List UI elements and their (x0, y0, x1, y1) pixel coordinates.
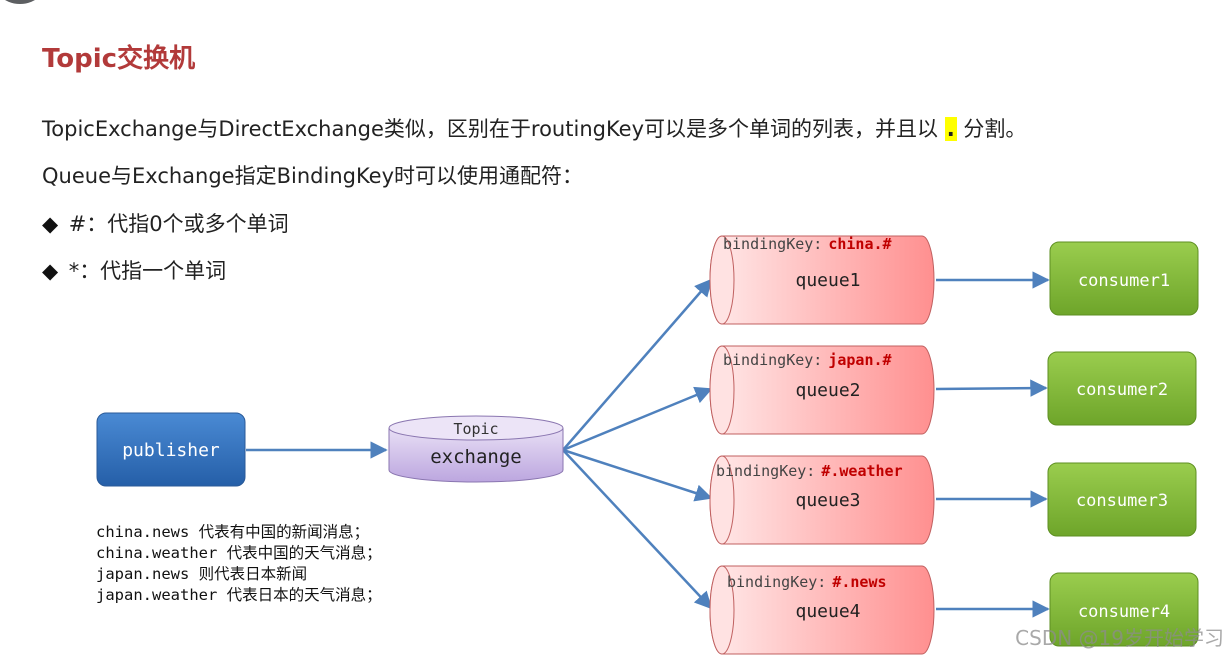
watermark: CSDN @19岁开始学习 (1015, 626, 1224, 650)
exchange-type-label: Topic (453, 420, 498, 438)
exchange-node: Topic exchange (388, 415, 564, 483)
queue2-to-consumer2-arrow (935, 379, 1048, 397)
queue1-node: bindingKey: china.# queue1 (709, 235, 935, 325)
intro-line-1-end: 分割。 (963, 117, 1027, 141)
queue1-binding-key: bindingKey: china.# (723, 235, 892, 253)
queue2-binding-key: bindingKey: japan.# (723, 351, 892, 369)
binding-key-value: japan.# (828, 351, 891, 369)
note-line: japan.weather 代表日本的天气消息； (96, 586, 382, 604)
exchange-to-queue3-arrow (562, 448, 713, 502)
consumer1-node: consumer1 (1049, 241, 1199, 316)
binding-key-value: #.news (832, 573, 886, 591)
highlighted-separator: . (944, 117, 957, 141)
bullet-text: *：代指一个单词 (68, 259, 227, 283)
bullet-item: ◆ *：代指一个单词 (42, 255, 226, 285)
binding-key-value: #.weather (821, 462, 902, 480)
queue4-binding-key: bindingKey: #.news (727, 573, 887, 591)
diamond-bullet-icon: ◆ (42, 259, 59, 283)
bullet-text: #：代指0个或多个单词 (68, 212, 289, 236)
consumer4-label: consumer4 (1078, 602, 1170, 622)
intro-line-1-text: TopicExchange与DirectExchange类似，区别在于routi… (42, 117, 939, 141)
consumer3-node: consumer3 (1047, 462, 1197, 537)
queue3-binding-key: bindingKey: #.weather (716, 462, 903, 480)
page-title: Topic交换机 (42, 44, 196, 74)
exchange-name-label: exchange (430, 446, 522, 468)
exchange-to-queue4-arrow (562, 449, 713, 610)
exchange-to-queue1-arrow (562, 278, 713, 451)
queue4-node: bindingKey: #.news queue4 (709, 565, 935, 655)
bullet-item: ◆ #：代指0个或多个单词 (42, 208, 289, 238)
binding-key-prefix: bindingKey: (723, 351, 822, 369)
note-line: japan.news 则代表日本新闻 (96, 565, 308, 583)
publisher-node: publisher (96, 412, 246, 487)
publisher-label: publisher (122, 440, 220, 461)
avatar (0, 0, 50, 4)
consumer2-node: consumer2 (1047, 351, 1197, 426)
queue3-label: queue3 (795, 490, 860, 511)
note-line: china.weather 代表中国的天气消息； (96, 544, 382, 562)
intro-line-1: TopicExchange与DirectExchange类似，区别在于routi… (42, 113, 1026, 143)
consumer3-label: consumer3 (1076, 491, 1168, 511)
queue2-label: queue2 (795, 380, 860, 401)
binding-key-value: china.# (828, 235, 891, 253)
exchange-to-queue2-arrow (562, 386, 713, 452)
routing-key-notes: china.news 代表有中国的新闻消息； china.weather 代表中国… (96, 522, 382, 606)
binding-key-prefix: bindingKey: (727, 573, 826, 591)
consumer1-label: consumer1 (1078, 271, 1170, 291)
queue4-label: queue4 (795, 601, 860, 622)
queue1-label: queue1 (795, 270, 860, 291)
consumer4-node: consumer4 (1049, 572, 1199, 647)
binding-key-prefix: bindingKey: (723, 235, 822, 253)
queue3-node: bindingKey: #.weather queue3 (709, 455, 935, 545)
intro-line-2: Queue与Exchange指定BindingKey时可以使用通配符： (42, 164, 584, 188)
diamond-bullet-icon: ◆ (42, 212, 59, 236)
binding-key-prefix: bindingKey: (716, 462, 815, 480)
consumer2-label: consumer2 (1076, 380, 1168, 400)
queue2-node: bindingKey: japan.# queue2 (709, 345, 935, 435)
note-line: china.news 代表有中国的新闻消息； (96, 523, 370, 541)
